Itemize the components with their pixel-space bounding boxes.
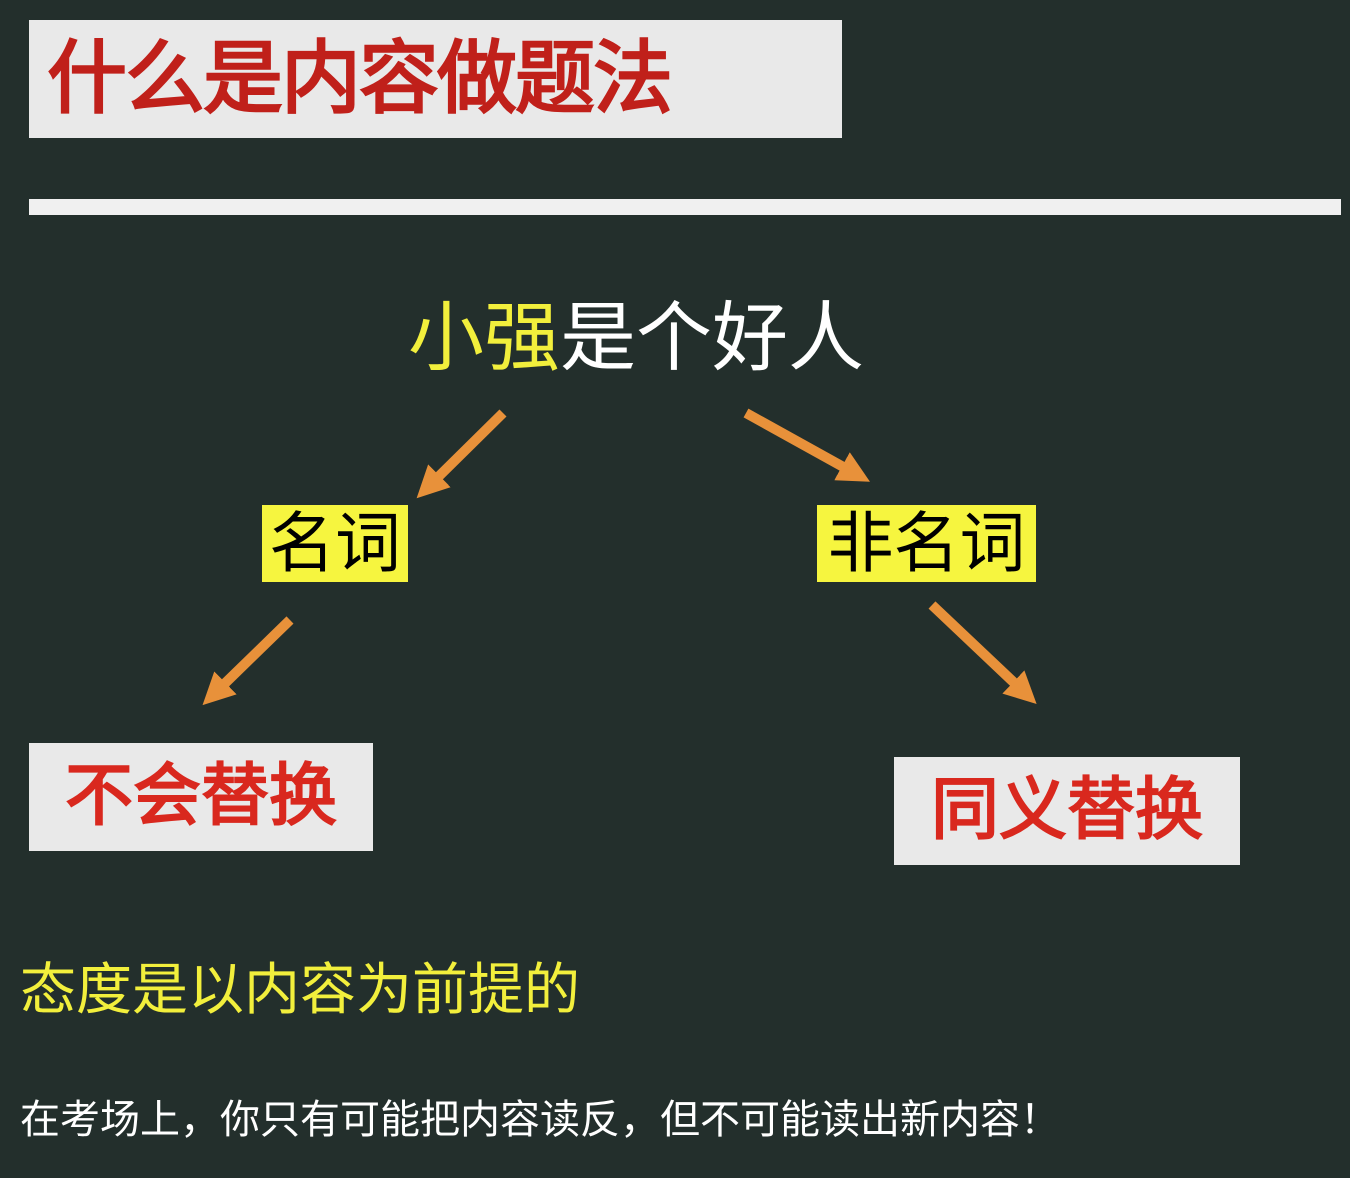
page-title: 什么是内容做题法	[47, 32, 673, 125]
arrow-down-right-icon	[743, 408, 870, 482]
noun-label: 名词	[262, 505, 408, 582]
no-replacement-box: 不会替换	[29, 743, 373, 851]
non-noun-label: 非名词	[817, 505, 1036, 582]
example-sentence: 小强是个好人	[408, 300, 864, 376]
divider	[29, 199, 1341, 215]
arrow-down-left-icon	[202, 616, 294, 706]
synonym-replacement-box: 同义替换	[894, 757, 1240, 865]
premise-text: 态度是以内容为前提的	[20, 958, 580, 1023]
sentence-subject: 小强	[408, 293, 560, 382]
footnote-text: 在考场上，你只有可能把内容读反，但不可能读出新内容！	[20, 1097, 1060, 1143]
arrow-down-right-icon	[928, 601, 1037, 704]
title-banner: 什么是内容做题法	[29, 20, 842, 138]
arrow-down-left-icon	[416, 409, 507, 499]
sentence-rest: 是个好人	[560, 293, 864, 382]
